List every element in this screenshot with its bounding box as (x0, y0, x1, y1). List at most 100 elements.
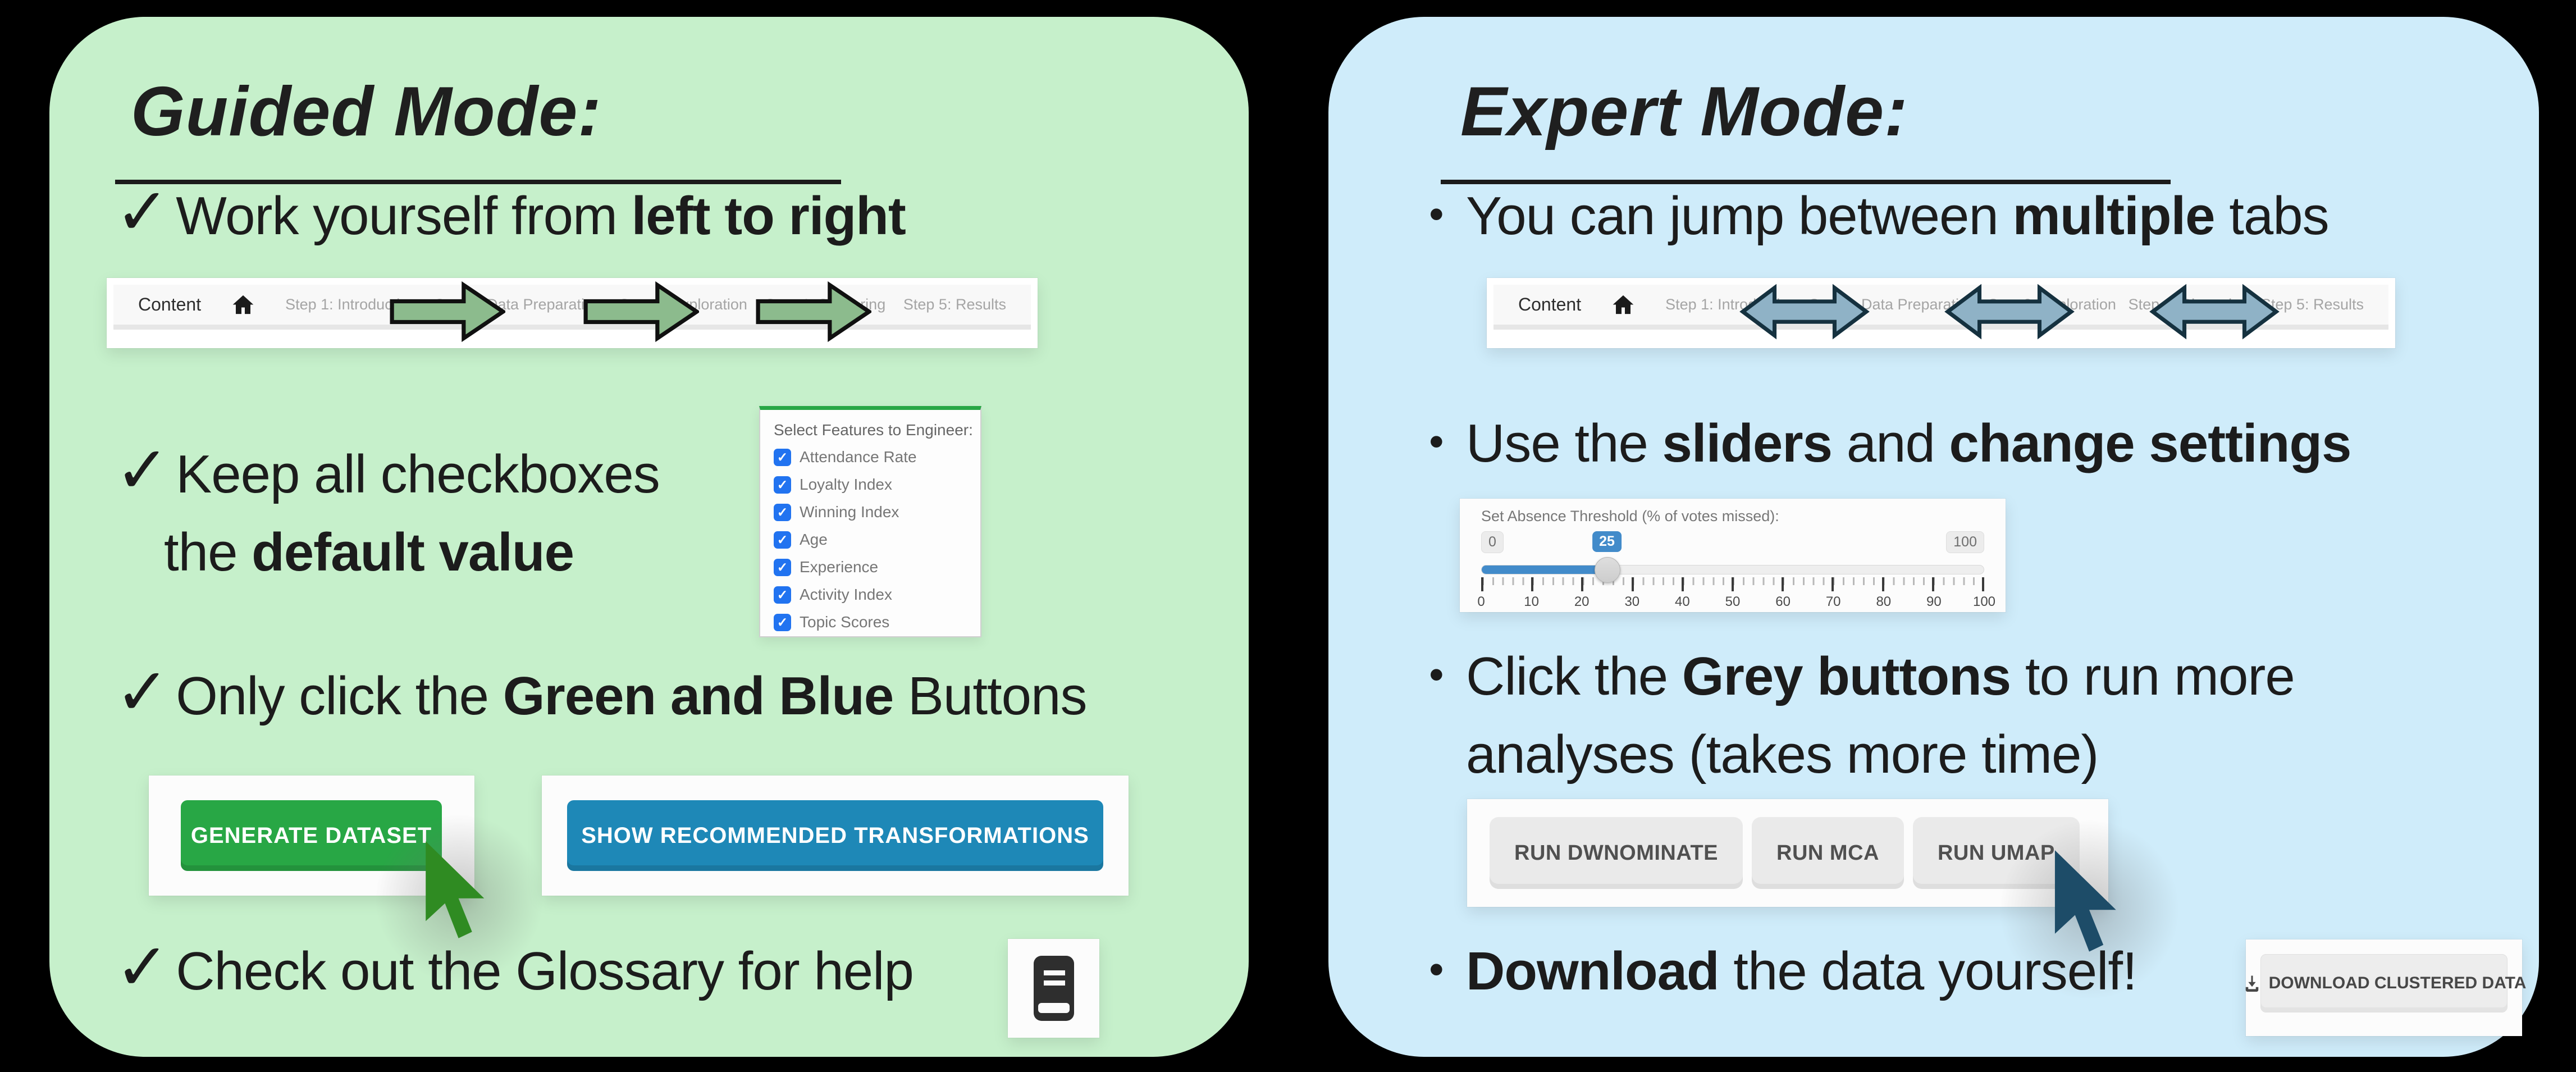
text-run: tabs (2214, 186, 2329, 246)
run-analysis-button[interactable]: RUN DWNOMINATE (1490, 817, 1743, 889)
text-run: Buttons (893, 666, 1088, 726)
guided-line-3: ✓Only click the Green and Blue Buttons (115, 657, 1088, 735)
guided-line-4: ✓Check out the Glossary for help (115, 932, 914, 1010)
checkbox-checked[interactable]: ✓ (774, 558, 791, 576)
checkbox-label: Age (800, 531, 828, 548)
text-run: You can jump between (1466, 186, 2013, 246)
tick-label: 70 (1825, 594, 1841, 609)
slider-handle[interactable] (1595, 557, 1620, 583)
checkbox-label: Topic Scores (800, 613, 890, 631)
feature-row: ✓ Attendance Rate (774, 448, 980, 466)
checkbox-label: Attendance Rate (800, 448, 917, 466)
text-run: analyses (takes more time) (1466, 724, 2099, 785)
checkbox-checked[interactable]: ✓ (774, 531, 791, 549)
home-icon[interactable] (1612, 294, 1634, 315)
transformations-button-screenshot: SHOW RECOMMENDED TRANSFORMATIONS (542, 776, 1129, 896)
text-run: to run more (2011, 646, 2295, 706)
guided-mode-panel: Guided Mode: ✓Work yourself from left to… (49, 17, 1249, 1057)
checkbox-label: Loyalty Index (800, 476, 892, 493)
generate-dataset-button[interactable]: GENERATE DATASET (181, 800, 442, 871)
forward-arrow-icon (756, 281, 871, 343)
nav-brand: Content (1518, 294, 1582, 314)
checkbox-label: Activity Index (800, 586, 892, 603)
tick-label: 90 (1926, 594, 1942, 609)
guided-line-1: ✓Work yourself from left to right (115, 177, 906, 255)
book-icon (1033, 956, 1074, 1021)
checkmark-icon: ✓ (777, 449, 788, 464)
checkbox-checked[interactable]: ✓ (774, 503, 791, 521)
text-run: Work yourself from (176, 186, 632, 246)
nav-step-tab[interactable]: Step 5: Results (2260, 296, 2364, 313)
feature-row: ✓ Age (774, 531, 980, 549)
checkbox-checked[interactable]: ✓ (774, 613, 791, 631)
double-arrow-icon (1944, 284, 2075, 340)
run-analysis-button[interactable]: RUN UMAP (1912, 817, 2080, 889)
tick-label: 50 (1725, 594, 1741, 609)
text-run: Keep all checkboxes (176, 444, 660, 504)
title-underline (1441, 180, 2171, 184)
tick-label: 0 (1477, 594, 1485, 609)
tick-label: 30 (1624, 594, 1640, 609)
glossary-button[interactable] (1008, 939, 1099, 1038)
guided-title: Guided Mode: (131, 73, 602, 150)
tick-label: 10 (1524, 594, 1539, 609)
slider-label: Set Absence Threshold (% of votes missed… (1481, 508, 1779, 524)
text-run: the data yourself! (1719, 941, 2137, 1001)
checkmark-icon: ✓ (777, 504, 788, 519)
check-icon: ✓ (115, 175, 170, 248)
double-arrow-icon (1739, 284, 1870, 340)
bold-text: Download (1466, 941, 1720, 1001)
guided-line-2: ✓Keep all checkboxes the default value (115, 435, 660, 591)
checkbox-checked[interactable]: ✓ (774, 586, 791, 604)
bold-text: change settings (1949, 413, 2352, 473)
green-cursor-icon (426, 841, 485, 938)
checkbox-checked[interactable]: ✓ (774, 476, 791, 494)
download-clustered-data-button[interactable]: DOWNLOAD CLUSTERED DATA (2245, 954, 2526, 1012)
feature-row: ✓ Activity Index (774, 586, 980, 604)
feature-checkbox-panel: Select Features to Engineer: ✓ Attendanc… (759, 406, 981, 637)
expert-title: Expert Mode: (1460, 73, 1908, 150)
nav-step-tab[interactable]: Step 5: Results (903, 296, 1006, 313)
expert-line-1: •You can jump between multiple tabs (1429, 177, 2330, 255)
bullet-icon: • (1429, 651, 1444, 699)
bullet-icon: • (1429, 946, 1444, 993)
bold-text: Grey buttons (1682, 646, 2011, 706)
bold-text: default value (252, 522, 574, 583)
slider-min-badge: 0 (1481, 531, 1504, 553)
tick-label: 60 (1775, 594, 1791, 609)
slider-fill (1482, 565, 1607, 574)
feature-row: ✓ Winning Index (774, 503, 980, 521)
checkmark-icon: ✓ (777, 587, 788, 602)
checkbox-checked[interactable]: ✓ (774, 448, 791, 466)
slider-value-badge: 25 (1592, 531, 1622, 552)
run-analysis-button[interactable]: RUN MCA (1752, 817, 1904, 889)
cursor-shadow (375, 814, 543, 983)
check-icon: ✓ (115, 930, 170, 1003)
slider-major-ticks (1481, 577, 1984, 591)
bold-text: left to right (631, 186, 906, 246)
text-run: and (1832, 413, 1949, 473)
show-recommended-transformations-button[interactable]: SHOW RECOMMENDED TRANSFORMATIONS (567, 800, 1103, 871)
download-button-screenshot: DOWNLOAD CLUSTERED DATA (2245, 939, 2526, 1036)
check-icon: ✓ (115, 434, 170, 507)
checkbox-label: Experience (800, 558, 879, 576)
feature-row: ✓ Experience (774, 558, 980, 576)
feature-list: ✓ Attendance Rate ✓ Loyalty Index ✓ Winn… (774, 448, 980, 631)
home-icon[interactable] (232, 294, 254, 315)
feature-row: ✓ Loyalty Index (774, 476, 980, 494)
expert-line-4: • Download the data yourself! (1429, 932, 2137, 1010)
checkbox-label: Winning Index (800, 503, 899, 521)
slider-track[interactable] (1481, 565, 1984, 574)
tick-label: 100 (1972, 594, 1996, 609)
text-run: the (164, 522, 252, 583)
text-run: Check out the Glossary for help (176, 941, 914, 1001)
text-run: Click the (1466, 646, 1682, 706)
nav-brand: Content (138, 294, 202, 314)
feature-row: ✓ Topic Scores (774, 613, 980, 631)
